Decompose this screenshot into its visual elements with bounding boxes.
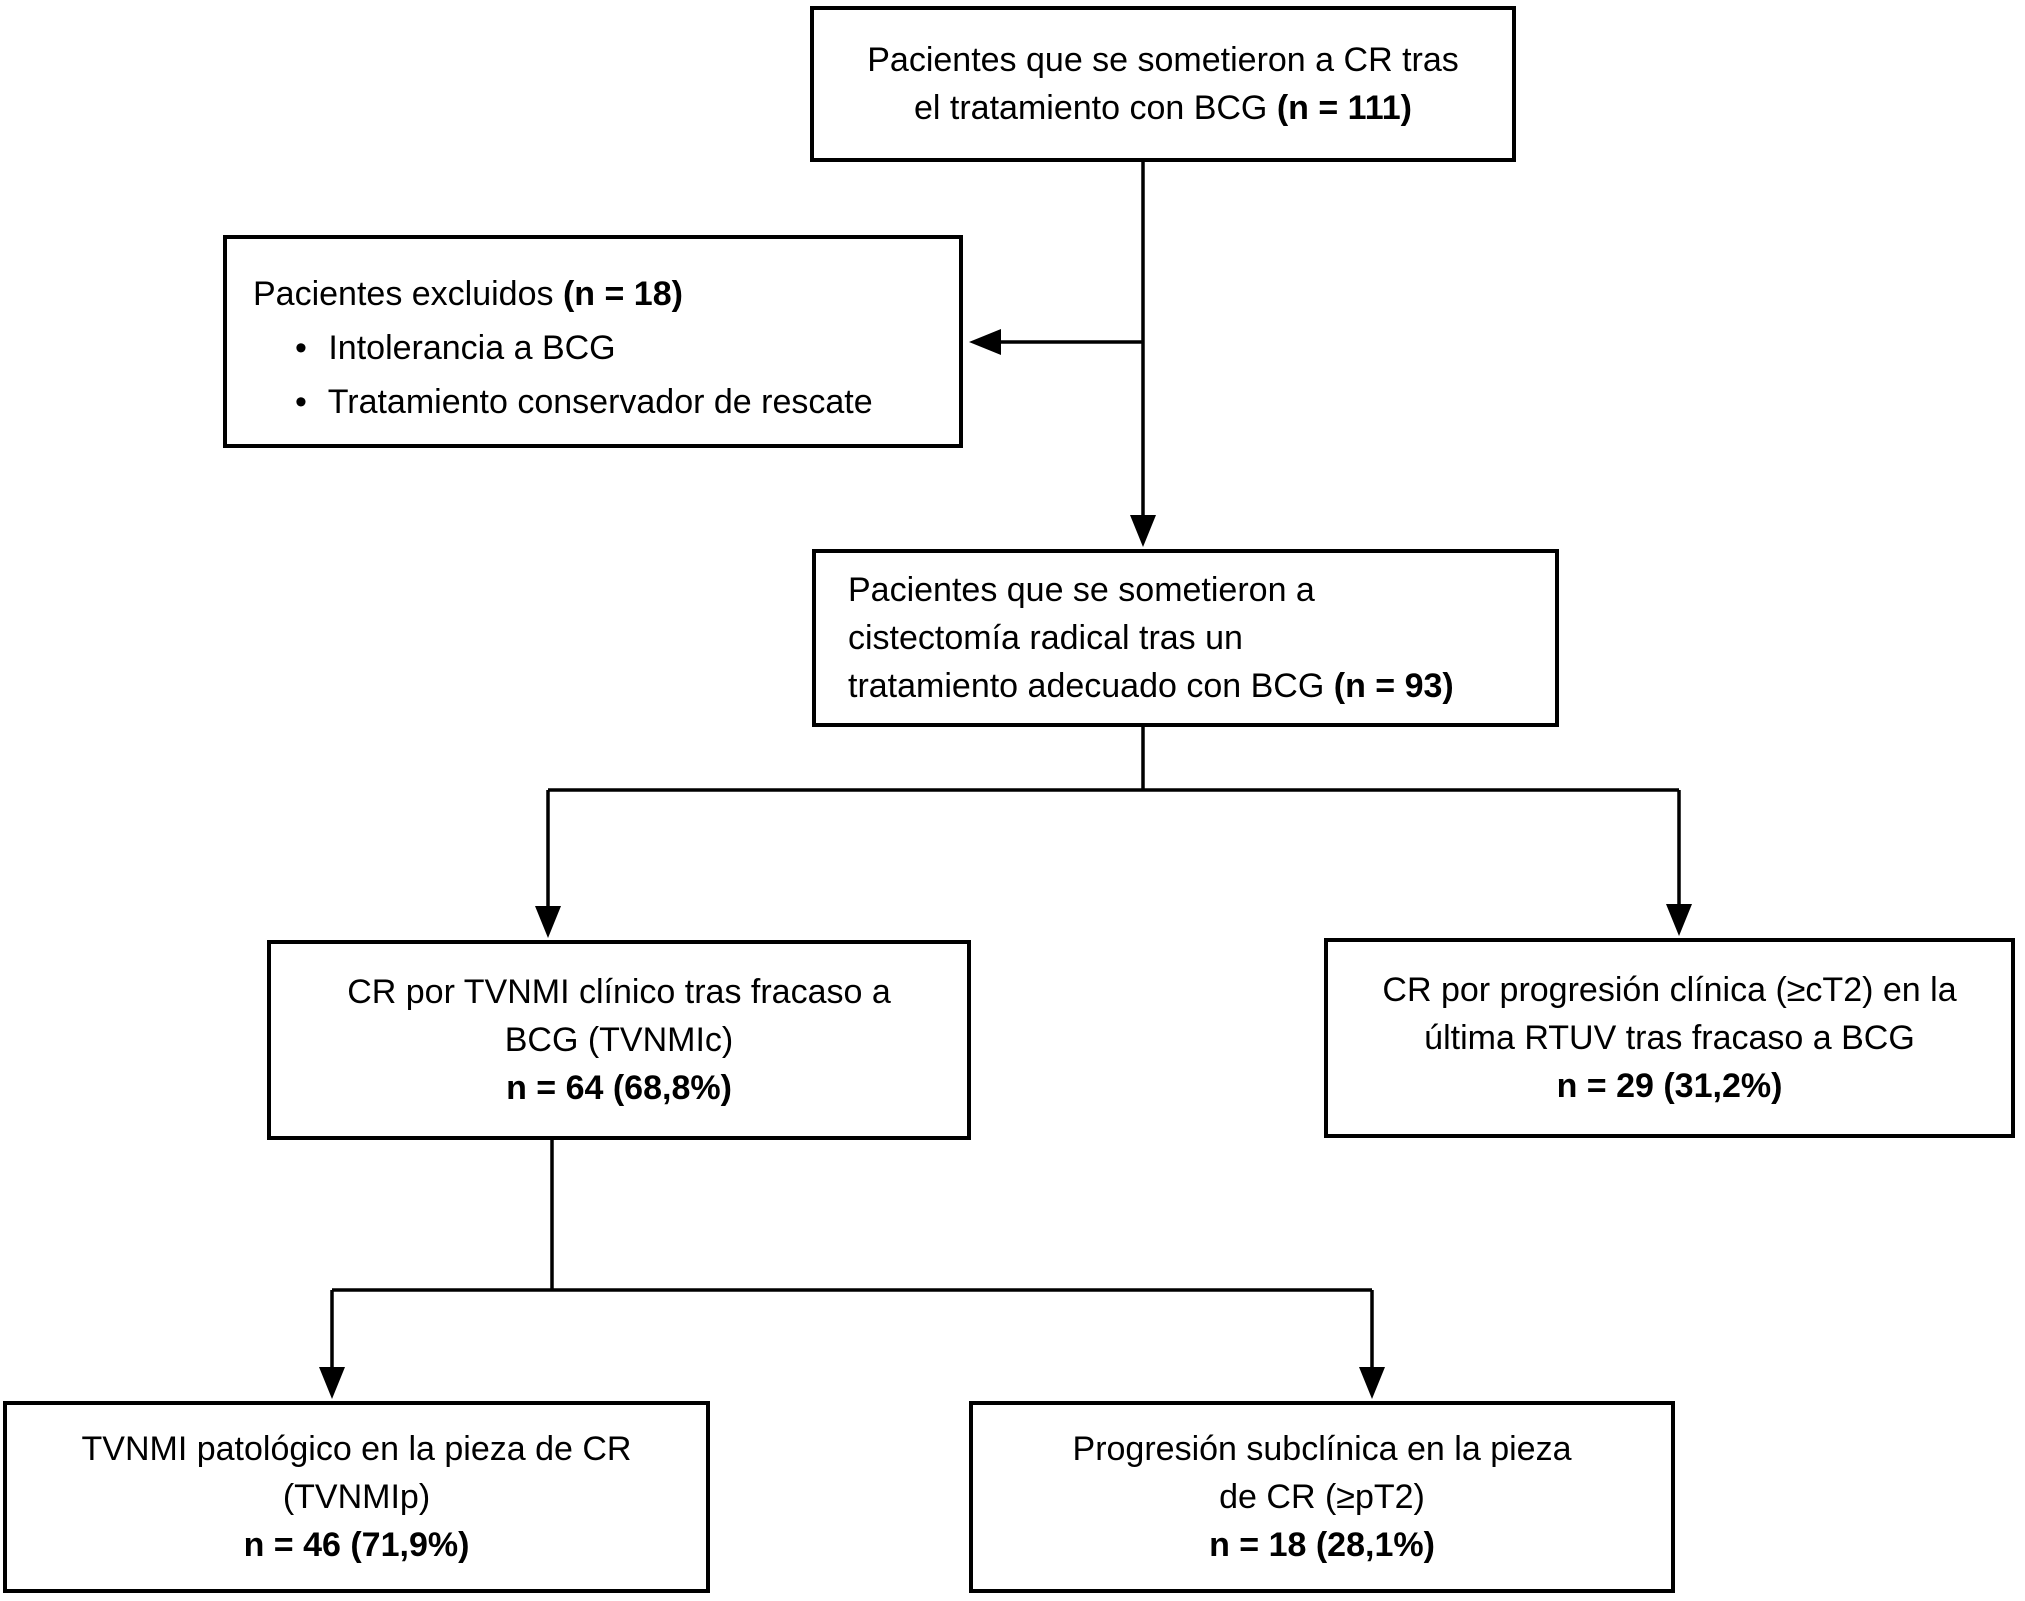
box-text: Tratamiento conservador de rescate — [327, 383, 873, 421]
box-tvnmic: CR por TVNMI clínico tras fracaso a BCG … — [267, 940, 971, 1140]
box-text-line: CR por TVNMI clínico tras fracaso a — [271, 968, 967, 1016]
bullet-icon: • — [295, 329, 307, 367]
box-text: tratamiento adecuado con BCG — [848, 667, 1325, 705]
n-value: (n = 93) — [1333, 667, 1454, 705]
box-clinical-progression: CR por progresión clínica (≥cT2) en la ú… — [1324, 938, 2015, 1138]
box-text-line: Progresión subclínica en la pieza — [973, 1425, 1671, 1473]
box-text: n = 46 (71,9%) — [243, 1526, 470, 1564]
box-text-line: BCG (TVNMIc) — [271, 1016, 967, 1064]
box-text: última RTUV tras fracaso a BCG — [1424, 1019, 1915, 1057]
bullet-item: • Tratamiento conservador de rescate — [253, 375, 959, 429]
box-text-line: de CR (≥pT2) — [973, 1473, 1671, 1521]
box-text-line: el tratamiento con BCG (n = 111) — [814, 84, 1512, 132]
box-text-line: Pacientes que se sometieron a — [848, 566, 1555, 614]
box-text: BCG (TVNMIc) — [504, 1021, 734, 1059]
n-value: n = 64 (68,8%) — [271, 1064, 967, 1112]
box-text: TVNMI patológico en la pieza de CR — [81, 1430, 632, 1468]
arrowhead-into-tvnmic — [535, 906, 561, 938]
connector-tvnmic-split — [330, 1140, 1374, 1369]
box-text: cistectomía radical tras un — [848, 619, 1243, 657]
arrowhead-into-subclinical-progression — [1359, 1367, 1385, 1399]
box-text: CR por TVNMI clínico tras fracaso a — [347, 973, 891, 1011]
arrowhead-into-excluded — [969, 329, 1001, 355]
box-text-line: cistectomía radical tras un — [848, 614, 1555, 662]
bullet-item: • Intolerancia a BCG — [253, 321, 959, 375]
box-text: n = 18 (28,1%) — [1209, 1526, 1435, 1564]
arrowhead-into-tvnmip — [319, 1367, 345, 1399]
n-value: n = 46 (71,9%) — [7, 1521, 706, 1569]
box-text-line: (TVNMIp) — [7, 1473, 706, 1521]
box-text: Pacientes excluidos — [253, 275, 554, 313]
box-text: CR por progresión clínica (≥cT2) en la — [1382, 971, 1957, 1009]
box-text: de CR (≥pT2) — [1219, 1478, 1425, 1516]
box-text-line: última RTUV tras fracaso a BCG — [1328, 1014, 2011, 1062]
box-subclinical-progression: Progresión subclínica en la pieza de CR … — [969, 1401, 1675, 1593]
box-title-line: Pacientes excluidos (n = 18) — [253, 267, 959, 321]
n-value: n = 18 (28,1%) — [973, 1521, 1671, 1569]
box-text-line: TVNMI patológico en la pieza de CR — [7, 1425, 706, 1473]
box-text-line: Pacientes que se sometieron a CR tras — [814, 36, 1512, 84]
box-text: Progresión subclínica en la pieza — [1072, 1430, 1572, 1468]
box-text: (TVNMIp) — [282, 1478, 431, 1516]
connector-adequate-split — [546, 727, 1681, 908]
box-text-line: CR por progresión clínica (≥cT2) en la — [1328, 966, 2011, 1014]
box-excluded: Pacientes excluidos (n = 18) • Intoleran… — [223, 235, 963, 448]
bullet-icon: • — [295, 383, 307, 421]
n-value: (n = 111) — [1276, 89, 1412, 127]
box-text: el tratamiento con BCG — [914, 89, 1268, 127]
box-text: Intolerancia a BCG — [328, 329, 616, 367]
box-cr-after-bcg: Pacientes que se sometieron a CR tras el… — [810, 6, 1516, 162]
n-value: n = 29 (31,2%) — [1328, 1062, 2011, 1110]
n-value: (n = 18) — [562, 275, 683, 313]
box-adequate-bcg: Pacientes que se sometieron a cistectomí… — [812, 549, 1559, 727]
box-text: Pacientes que se sometieron a CR tras — [867, 41, 1459, 79]
box-text: n = 29 (31,2%) — [1556, 1067, 1783, 1105]
arrowhead-into-adequate — [1130, 515, 1156, 547]
box-text: n = 64 (68,8%) — [506, 1069, 732, 1107]
arrowhead-into-clinical-progression — [1666, 904, 1692, 936]
box-text-line: tratamiento adecuado con BCG (n = 93) — [848, 662, 1555, 710]
box-text: Pacientes que se sometieron a — [848, 571, 1315, 609]
box-tvnmip: TVNMI patológico en la pieza de CR (TVNM… — [3, 1401, 710, 1593]
